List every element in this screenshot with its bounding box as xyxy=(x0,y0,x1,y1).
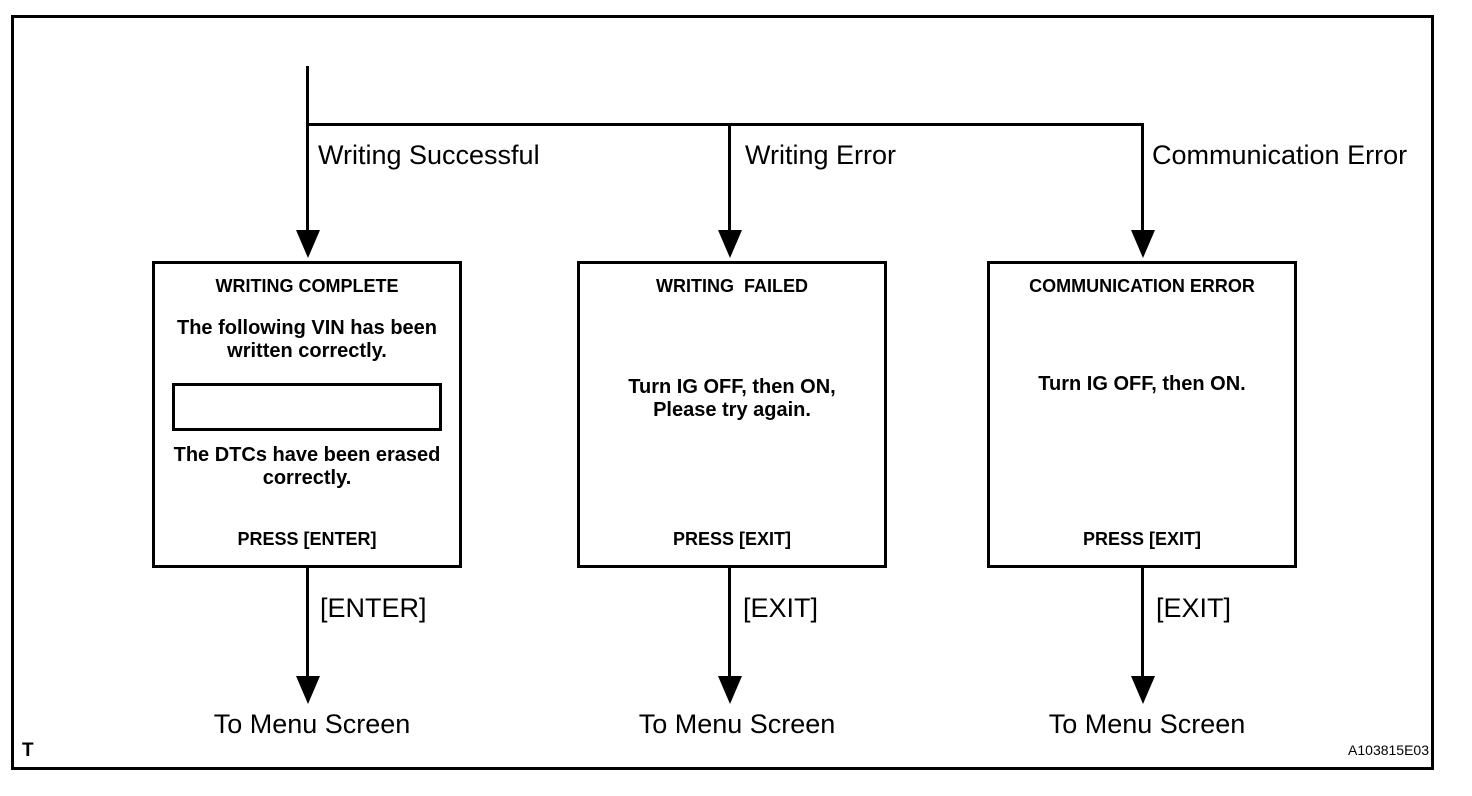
arrow-down-icon xyxy=(718,676,742,704)
connector-horizontal-line xyxy=(306,123,1144,126)
figure-border xyxy=(11,15,1434,770)
screen-press-instruction: PRESS [EXIT] xyxy=(672,529,792,549)
screen-title: WRITING FAILED xyxy=(656,276,808,296)
connector-branch3-line xyxy=(1141,123,1144,234)
destination-label-menu-screen: To Menu Screen xyxy=(638,709,836,739)
connector-exit3-line xyxy=(1141,568,1144,680)
screen-title: COMMUNICATION ERROR xyxy=(1029,276,1255,296)
screen-body-top: The following VIN has been written corre… xyxy=(176,317,438,362)
figure-id: A103815E03 xyxy=(1348,742,1429,758)
arrow-down-icon xyxy=(1131,676,1155,704)
screen-press-instruction: PRESS [EXIT] xyxy=(1082,529,1202,549)
arrow-down-icon xyxy=(1131,230,1155,258)
screen-body: Turn IG OFF, then ON, Please try again. xyxy=(628,376,836,421)
page-marker: T xyxy=(22,740,34,761)
connector-exit2-line xyxy=(728,568,731,680)
vin-value-field xyxy=(172,383,442,431)
screen-press-instruction: PRESS [ENTER] xyxy=(237,529,377,549)
arrow-down-icon xyxy=(296,230,320,258)
branch-label-writing-error: Writing Error xyxy=(745,140,897,170)
connector-exit1-line xyxy=(306,568,309,680)
screen-title: WRITING COMPLETE xyxy=(215,276,399,296)
destination-label-menu-screen: To Menu Screen xyxy=(213,709,411,739)
screen-box-writing-failed: WRITING FAILED Turn IG OFF, then ON, Ple… xyxy=(577,261,887,568)
key-label-enter: [ENTER] xyxy=(320,593,427,623)
connector-stem-line xyxy=(306,66,309,234)
key-label-exit: [EXIT] xyxy=(1156,593,1232,623)
screen-body: Turn IG OFF, then ON. xyxy=(1038,373,1246,395)
arrow-down-icon xyxy=(296,676,320,704)
screen-box-writing-complete: WRITING COMPLETE The following VIN has b… xyxy=(152,261,462,568)
connector-branch2-line xyxy=(728,123,731,234)
screen-body-bottom: The DTCs have been erased correctly. xyxy=(173,444,441,489)
arrow-down-icon xyxy=(718,230,742,258)
destination-label-menu-screen: To Menu Screen xyxy=(1048,709,1246,739)
key-label-exit: [EXIT] xyxy=(743,593,819,623)
branch-label-communication-error: Communication Error xyxy=(1152,140,1408,170)
branch-label-writing-successful: Writing Successful xyxy=(318,140,540,170)
screen-box-communication-error: COMMUNICATION ERROR Turn IG OFF, then ON… xyxy=(987,261,1297,568)
